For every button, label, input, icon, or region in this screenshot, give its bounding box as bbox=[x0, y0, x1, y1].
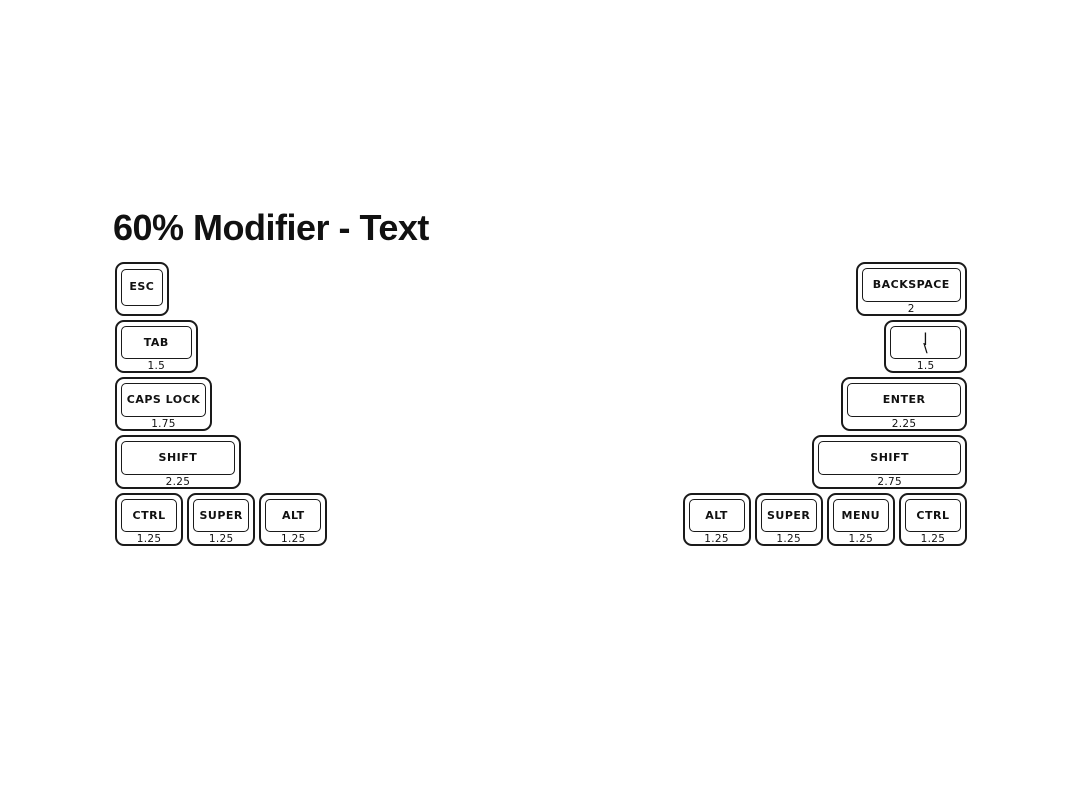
key-legend-enter: ENTER bbox=[847, 383, 961, 418]
key-size-label-super-right: 1.25 bbox=[776, 533, 801, 546]
key-legend-ctrl-right: CTRL bbox=[904, 498, 961, 533]
key-legend-ctrl-left: CTRL bbox=[121, 498, 178, 533]
key-size-label-ctrl-left: 1.25 bbox=[136, 533, 162, 546]
key-legend-tab: TAB bbox=[121, 325, 192, 360]
key-size-label-alt-left: 1.25 bbox=[281, 533, 306, 546]
key-esc: ESC bbox=[115, 262, 169, 316]
key-legend-shift-left: SHIFT bbox=[121, 441, 235, 475]
key-legend-pipe-backslash: |\ bbox=[890, 325, 961, 360]
key-size-label-caps-lock: 1.75 bbox=[151, 418, 176, 431]
key-legend-super-right: SUPER bbox=[760, 498, 817, 533]
key-legend-alt-right: ALT bbox=[688, 498, 745, 533]
key-legend-caps-lock: CAPS LOCK bbox=[121, 383, 206, 418]
key-size-label-menu: 1.25 bbox=[848, 533, 874, 546]
key-pipe-backslash: |\1.5 bbox=[884, 319, 967, 374]
key-legend-super-left: SUPER bbox=[193, 498, 250, 533]
key-size-label-shift-right: 2.75 bbox=[877, 475, 902, 488]
key-legend-esc: ESC bbox=[121, 269, 163, 306]
key-size-label-super-left: 1.25 bbox=[208, 533, 234, 546]
key-size-label-alt-right: 1.25 bbox=[704, 533, 729, 546]
key-size-label-tab: 1.5 bbox=[147, 360, 166, 373]
key-size-label-enter: 2.25 bbox=[891, 418, 917, 431]
key-legend-alt-left: ALT bbox=[265, 498, 322, 533]
key-legend-menu: MENU bbox=[832, 498, 889, 533]
key-legend-shift-right: SHIFT bbox=[818, 441, 961, 475]
key-size-label-backspace: 2 bbox=[907, 302, 915, 315]
key-size-label-ctrl-right: 1.25 bbox=[920, 533, 946, 546]
page-title: 60% Modifier - Text bbox=[113, 207, 429, 248]
key-legend-backspace: BACKSPACE bbox=[861, 268, 961, 302]
key-size-label-shift-left: 2.25 bbox=[165, 475, 191, 488]
key-size-label-pipe-backslash: 1.5 bbox=[916, 360, 935, 373]
